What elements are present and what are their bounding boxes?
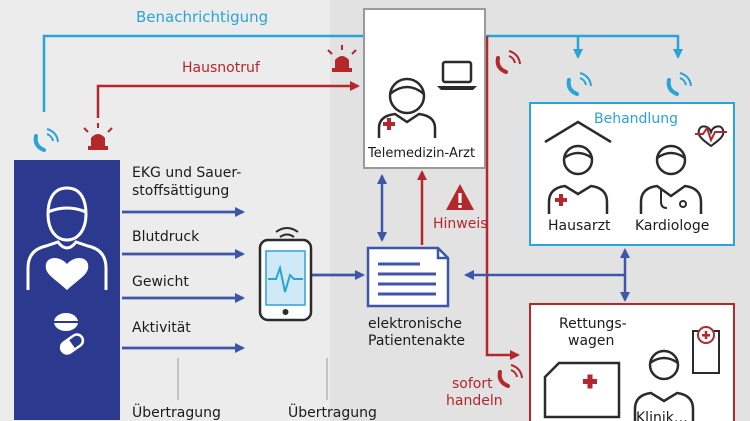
vital-ecg-label-line2: stoffsättigung [132, 183, 230, 199]
gp-label: Hausarzt [548, 218, 611, 234]
telemedicine-label: Telemedizin-Arzt [368, 146, 476, 161]
care-link [464, 248, 630, 302]
emergency-label-line2: wagen [568, 333, 615, 349]
record-label-line2: Patientenakte [368, 333, 466, 349]
telemedicine-box [363, 8, 486, 169]
doctors-icon [544, 120, 727, 214]
treatment-title: Behandlung [594, 111, 678, 127]
phone-signal-icon [666, 72, 692, 96]
phone-signal-icon [566, 72, 592, 96]
patient-panel [14, 160, 120, 420]
phone-signal-icon [497, 364, 523, 388]
record-label-line1: elektronische [368, 316, 462, 332]
notification-label: Benachrichtigung [136, 8, 269, 26]
phone-signal-icon [495, 50, 521, 74]
transfer-label-left: Übertragung [132, 405, 221, 421]
siren-icon [83, 123, 113, 150]
doctor-laptop-icon [377, 60, 477, 138]
notification-line [42, 34, 683, 112]
urgent-label-line2: handeln [446, 393, 503, 409]
ambulance-hospital-icon [543, 326, 720, 421]
vitals-arrows [122, 207, 245, 353]
warning-icon [446, 184, 474, 210]
treatment-box [529, 102, 735, 246]
smartphone-icon [258, 227, 313, 322]
vital-activity-label: Aktivität [132, 320, 191, 336]
siren-icon [327, 45, 357, 72]
emergency-label-line1: Rettungs- [559, 316, 627, 332]
folder-icon [366, 246, 450, 308]
vital-blood-pressure-label: Blutdruck [132, 229, 200, 245]
vital-weight-label: Gewicht [132, 274, 189, 290]
alert-label: Hinweis [433, 216, 488, 232]
phone-signal-icon [33, 128, 59, 152]
hospital-label-partial: Klinik… [636, 410, 688, 421]
cardiology-label: Kardiologe [635, 218, 710, 234]
patient-icon [26, 186, 108, 355]
home-alarm-label: Hausnotruf [182, 60, 260, 76]
emergency-box [529, 303, 735, 421]
home-alarm-line [96, 81, 360, 118]
vital-ecg-label-line1: EKG und Sauer- [132, 165, 242, 181]
transfer-label-right: Übertragung [288, 405, 377, 421]
urgent-line [485, 36, 520, 360]
urgent-label-line1: sofort [452, 376, 493, 392]
